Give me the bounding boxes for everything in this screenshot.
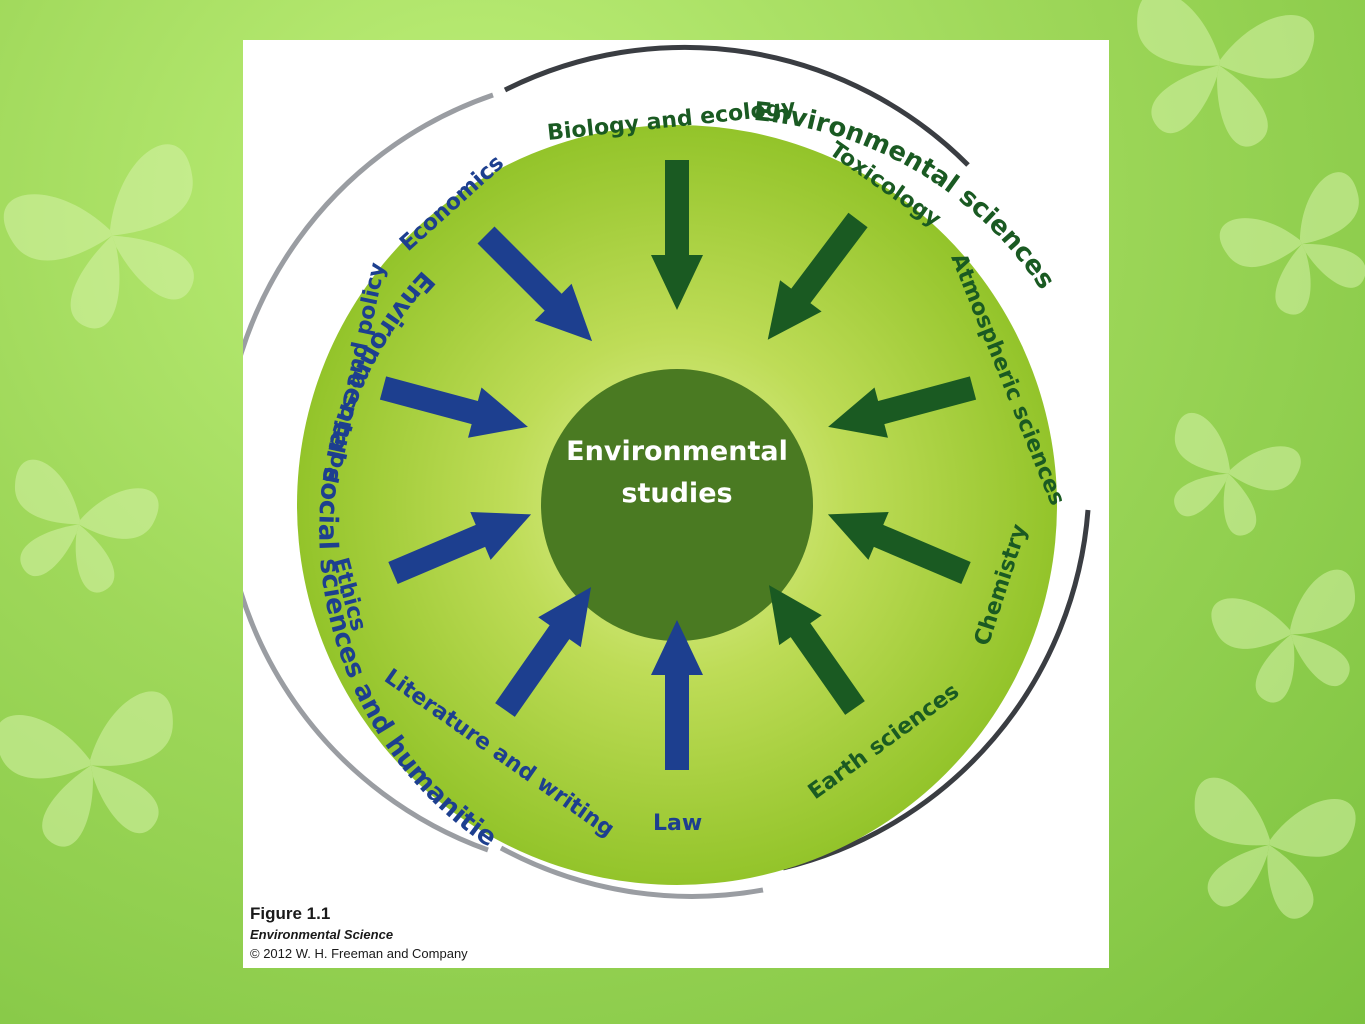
arrow-politics: [379, 376, 528, 438]
social-arc-bottom: [499, 845, 764, 899]
arrow-ethics: [388, 511, 532, 585]
arrow-biology: [651, 160, 703, 310]
butterfly-icon: [1148, 408, 1306, 548]
butterfly-icon: [0, 455, 163, 603]
environmental-studies-diagram: Environmental studies Biology and ecolog…: [243, 40, 1091, 899]
copyright-line: © 2012 W. H. Freeman and Company: [250, 946, 468, 961]
center-title-line2: studies: [621, 478, 732, 509]
arrow-law: [651, 620, 703, 770]
arrow-chemistry: [827, 511, 971, 585]
figure-number: Figure 1.1: [250, 904, 331, 923]
social-arc: [243, 92, 494, 853]
butterfly-icon: [1214, 166, 1365, 331]
arrow-earth: [768, 585, 865, 715]
arrow-atmospheric: [828, 376, 977, 438]
label-law: Law: [653, 811, 702, 836]
arrow-economics: [477, 226, 593, 342]
butterfly-icon: [0, 688, 192, 856]
center-circle: [541, 369, 813, 641]
center-title-line1: Environmental: [566, 436, 788, 467]
natural-arc-top: [503, 44, 970, 167]
butterfly-icon: [1207, 565, 1365, 713]
figure-caption: Figure 1.1 Environmental Science © 2012 …: [250, 903, 468, 963]
butterfly-icon: [1177, 774, 1359, 927]
arrow-toxicology: [767, 212, 868, 340]
butterfly-icon: [1118, 0, 1318, 156]
book-title: Environmental Science: [250, 927, 394, 942]
arrow-literature: [495, 587, 592, 717]
butterfly-icon: [0, 138, 232, 347]
figure-panel: Environmental studies Biology and ecolog…: [243, 40, 1109, 968]
natural-arc-bottom: [782, 509, 1091, 871]
